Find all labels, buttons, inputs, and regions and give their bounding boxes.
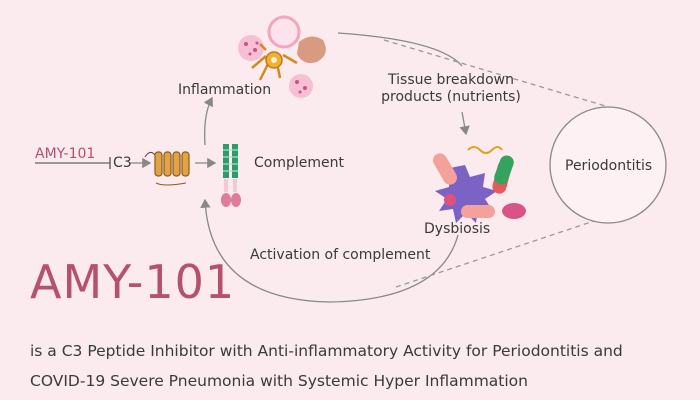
dysbiosis-label: Dysbiosis: [424, 221, 491, 237]
inflammation-cells-icon: [238, 15, 326, 98]
arrow-activation-loop: [200, 198, 459, 303]
activation-label: Activation of complement: [250, 247, 431, 263]
arrow-to-dysbiosis: [337, 32, 463, 67]
dysbiosis-bacteria-icon: [433, 146, 526, 223]
arrow-down-to-dysbiosis: [459, 111, 470, 136]
description-line1: is a C3 Peptide Inhibitor with Anti-infl…: [30, 342, 623, 360]
headline: AMY-101: [30, 255, 236, 309]
inhibition-line: [35, 157, 111, 169]
drug-label: AMY-101: [35, 146, 96, 162]
periodontitis-label: Periodontitis: [565, 158, 653, 174]
tissue-breakdown-label: Tissue breakdown products (nutrients): [376, 72, 526, 106]
c3-protein-icon: [144, 151, 190, 186]
description-line2: COVID-19 Severe Pneumonia with Systemic …: [30, 372, 528, 390]
dashed-line-top: [383, 39, 613, 109]
dashed-line-bottom: [395, 214, 613, 288]
arrow-to-inflammation: [203, 96, 213, 146]
complement-icon: [221, 144, 241, 207]
complement-label: Complement: [254, 155, 344, 171]
inflammation-label: Inflammation: [178, 82, 272, 98]
periodontitis-circle: [549, 106, 667, 224]
tissue-breakdown-line2: products (nutrients): [381, 89, 521, 105]
c3-label: C3: [113, 155, 132, 171]
tissue-breakdown-line1: Tissue breakdown: [388, 72, 514, 88]
